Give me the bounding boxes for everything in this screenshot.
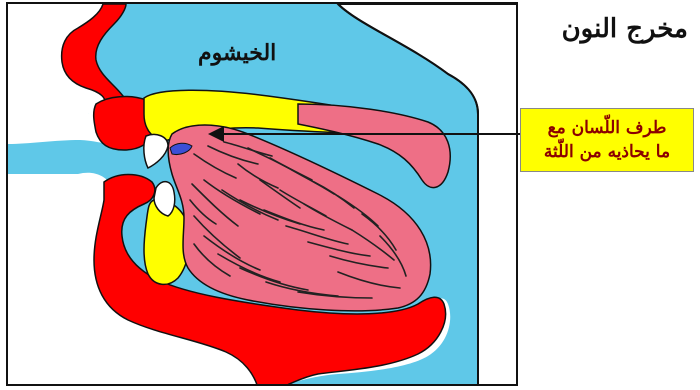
callout-box: طرف اللّسان مع ما يحاذيه من اللّثة [520,108,694,172]
nasal-cavity-label: الخيشوم [198,40,276,66]
callout-line-2: ما يحاذيه من اللّثة [544,140,670,164]
page-title: مخرج النون [548,14,688,44]
mouth-diagram: الخيشوم [6,2,518,386]
callout-line-1: طرف اللّسان مع [548,116,667,140]
